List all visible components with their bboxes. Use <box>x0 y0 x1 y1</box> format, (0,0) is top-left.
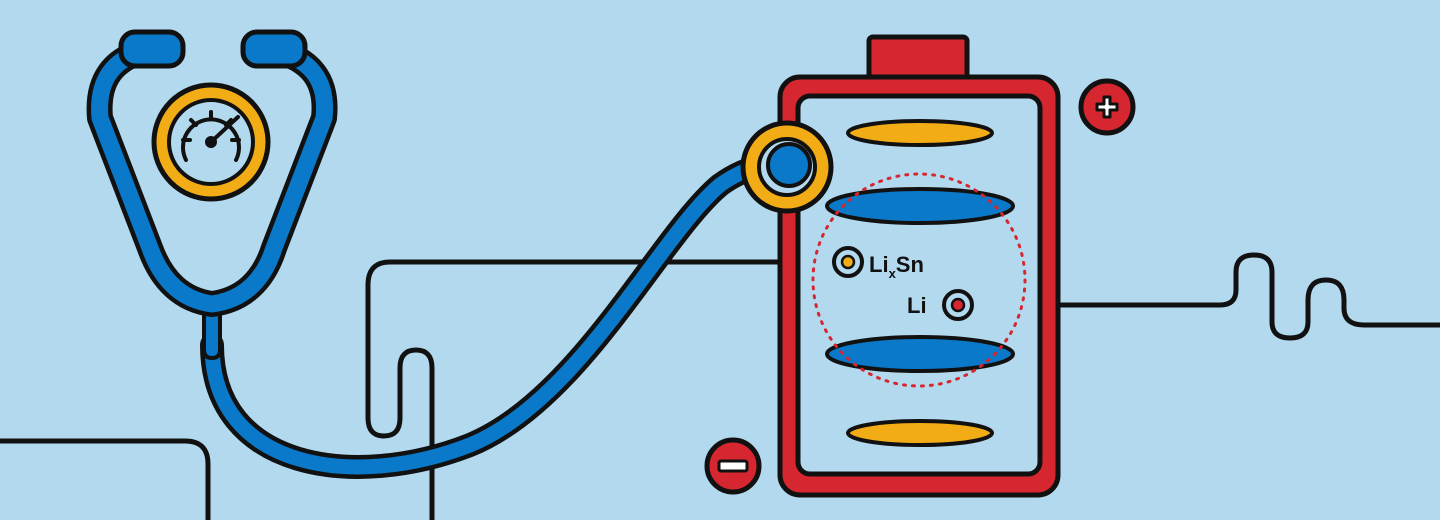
battery-icon <box>777 34 1061 498</box>
ear-tip-right <box>240 29 308 69</box>
lixsn-label-base: Li <box>869 252 889 277</box>
plus-terminal-icon <box>1078 78 1136 136</box>
pressure-gauge-icon <box>151 82 271 202</box>
electrode-gold-top <box>846 119 994 147</box>
lixsn-node <box>832 246 864 278</box>
stethoscope-tube <box>204 156 806 475</box>
battery-inner <box>795 93 1043 477</box>
electrode-blue-upper <box>825 187 1015 225</box>
zoom-region-dotted-circle <box>811 172 1027 388</box>
li-node <box>942 289 974 321</box>
lixsn-label-subscript: x <box>889 266 897 281</box>
electrode-gold-bottom <box>846 419 994 447</box>
lixsn-label: LixSn <box>869 252 924 281</box>
ear-tip-left <box>118 29 186 69</box>
stethoscope-icon <box>86 29 834 479</box>
lixsn-label-suffix: Sn <box>896 252 924 277</box>
wire-li-signal <box>955 252 1440 341</box>
wire-lixsn-loop <box>365 259 851 520</box>
stethoscope-binaural <box>91 41 334 313</box>
li-label: Li <box>907 293 927 318</box>
minus-terminal-icon <box>704 437 762 495</box>
wire-bottom-left <box>0 438 211 520</box>
electrode-blue-lower <box>825 335 1015 373</box>
chest-piece-diaphragm <box>766 142 812 188</box>
gauge-needle <box>209 115 240 144</box>
